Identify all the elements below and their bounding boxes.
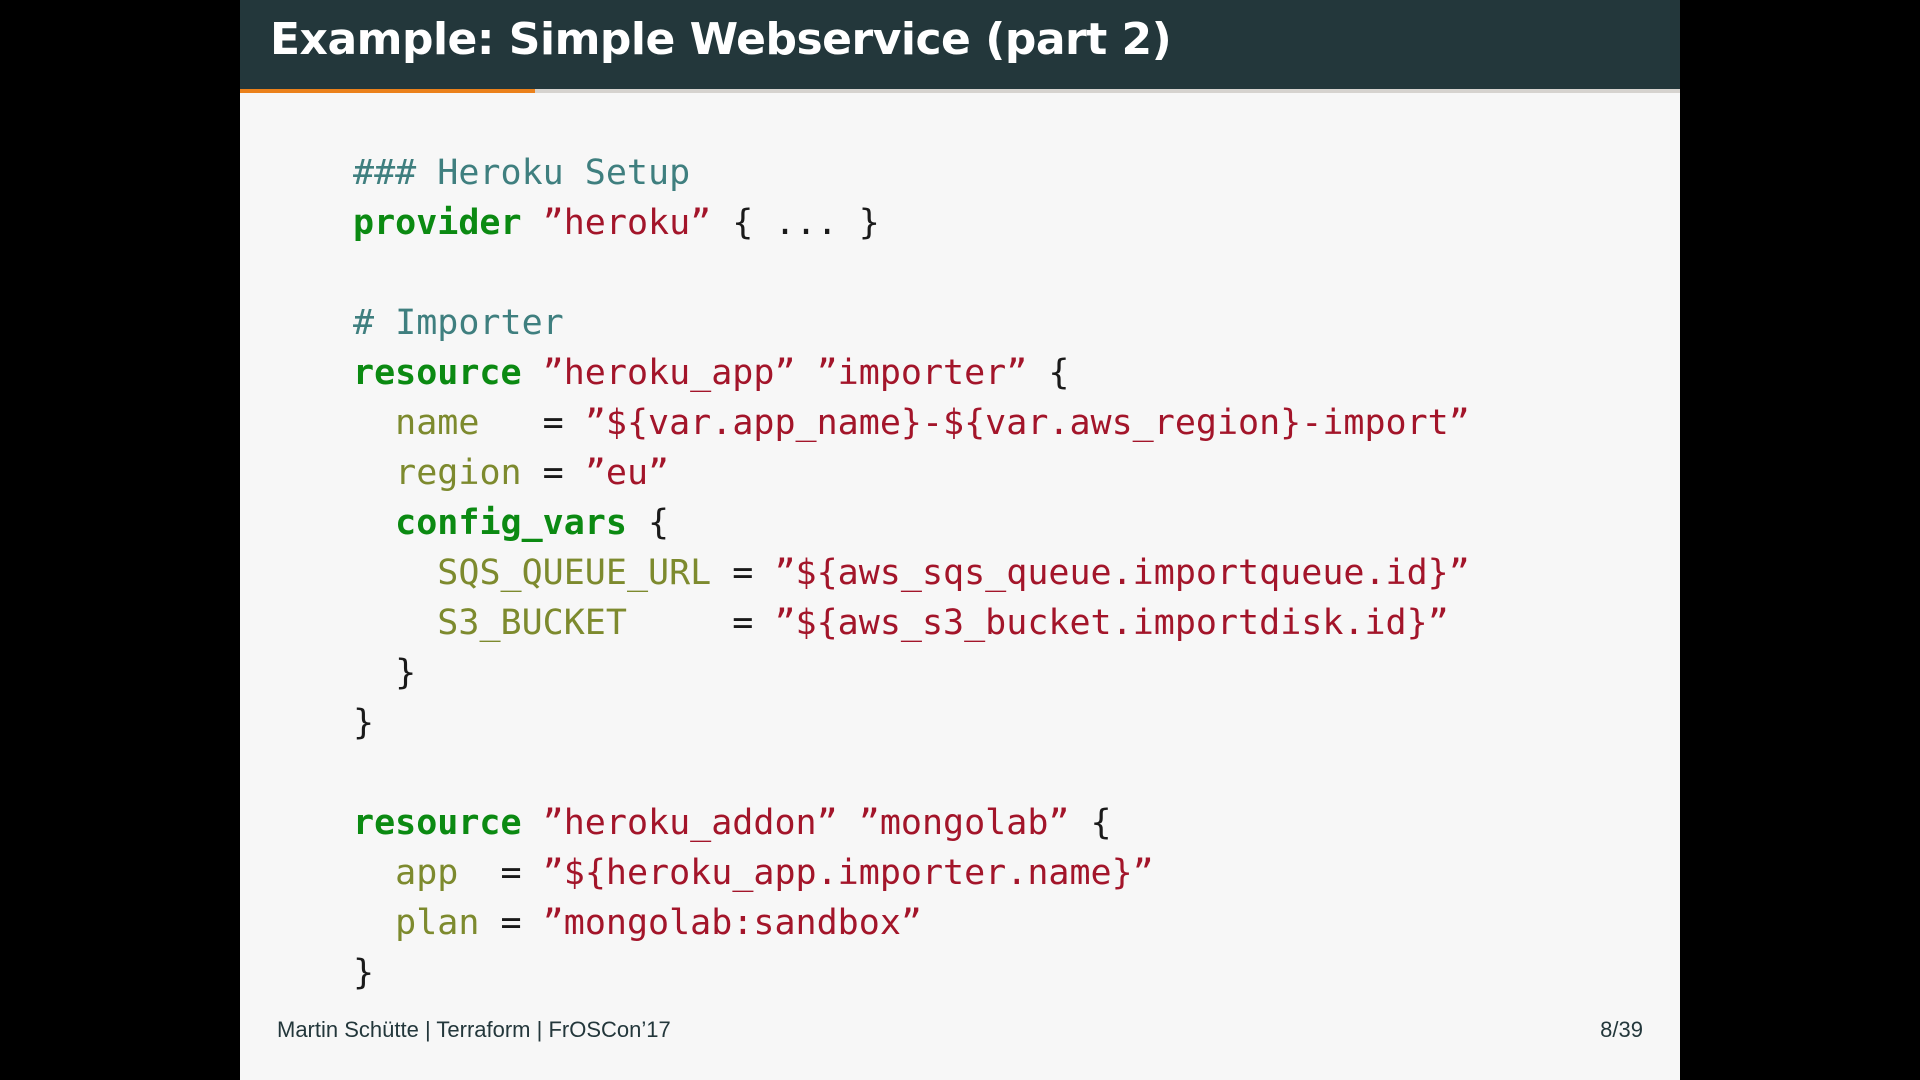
code-line: plan = ”mongolab:sandbox” [353, 898, 1470, 948]
code-token-punct [522, 353, 543, 393]
code-token-keyword: provider [353, 203, 522, 243]
code-token-attr: app [395, 853, 459, 893]
code-token-punct: { ... } [711, 203, 880, 243]
page-number: 8/39 [1600, 1017, 1643, 1042]
code-token-punct: = [626, 603, 775, 643]
code-token-punct [353, 553, 437, 593]
code-line [353, 748, 1470, 798]
progress-bar [240, 89, 1680, 93]
code-token-string: ”eu” [584, 453, 670, 493]
code-token-keyword: config_vars [395, 503, 627, 543]
code-line [353, 248, 1470, 298]
code-token-punct [838, 803, 859, 843]
code-token-string: ”heroku” [542, 203, 712, 243]
code-token-punct: = [521, 453, 585, 493]
code-line: app = ”${heroku_app.importer.name}” [353, 848, 1470, 898]
code-token-punct: = [711, 553, 775, 593]
code-line: } [353, 698, 1470, 748]
code-token-keyword: resource [353, 353, 522, 393]
code-token-string: ”mongolab:sandbox” [542, 903, 922, 943]
code-line: } [353, 948, 1470, 998]
code-line: resource ”heroku_addon” ”mongolab” { [353, 798, 1470, 848]
code-token-string: ”mongolab” [858, 803, 1070, 843]
code-line: resource ”heroku_app” ”importer” { [353, 348, 1470, 398]
code-token-punct [353, 453, 395, 493]
code-token-string: ”${var.app_name}-${var.aws_region}-impor… [584, 403, 1470, 443]
slide: Example: Simple Webservice (part 2) ### … [240, 0, 1680, 1080]
title-bar: Example: Simple Webservice (part 2) [240, 0, 1680, 91]
code-token-punct: = [479, 903, 543, 943]
code-token-punct [796, 353, 817, 393]
code-block: ### Heroku Setup provider ”heroku” { ... … [353, 148, 1470, 998]
code-line: S3_BUCKET = ”${aws_s3_bucket.importdisk.… [353, 598, 1470, 648]
code-token-punct [522, 203, 543, 243]
code-token-punct [353, 853, 395, 893]
code-token-punct: = [458, 853, 543, 893]
slide-footer: Martin Schütte | Terraform | FrOSCon’17 [277, 1017, 671, 1042]
code-token-comment: ### Heroku Setup [353, 153, 691, 193]
code-token-punct: { [1027, 353, 1070, 393]
code-token-punct: { [626, 503, 670, 543]
code-token-comment: # Importer [353, 303, 564, 343]
code-token-string: ”${aws_sqs_queue.importqueue.id}” [774, 553, 1470, 593]
code-token-attr: name [395, 403, 480, 443]
code-token-punct: } [353, 653, 417, 693]
code-token-string: ”${aws_s3_bucket.importdisk.id}” [774, 603, 1449, 643]
code-token-punct: } [353, 703, 375, 743]
code-token-string: ”heroku_app” [542, 353, 796, 393]
code-token-attr: region [395, 453, 522, 493]
code-token-string: ”importer” [816, 353, 1028, 393]
progress-bar-fill [240, 89, 536, 93]
code-token-attr: S3_BUCKET [437, 603, 627, 643]
code-token-punct [353, 603, 437, 643]
code-token-punct [353, 403, 395, 443]
code-token-punct [353, 503, 395, 543]
code-line: provider ”heroku” { ... } [353, 198, 1470, 248]
code-line: # Importer [353, 298, 1470, 348]
code-token-punct [353, 903, 395, 943]
slide-title: Example: Simple Webservice (part 2) [270, 14, 1172, 65]
code-line: region = ”eu” [353, 448, 1470, 498]
code-line: SQS_QUEUE_URL = ”${aws_sqs_queue.importq… [353, 548, 1470, 598]
code-line: } [353, 648, 1470, 698]
code-token-punct [522, 803, 543, 843]
code-token-attr: SQS_QUEUE_URL [437, 553, 712, 593]
code-line: config_vars { [353, 498, 1470, 548]
code-token-keyword: resource [353, 803, 522, 843]
code-line: ### Heroku Setup [353, 148, 1470, 198]
code-token-attr: plan [395, 903, 480, 943]
code-line: name = ”${var.app_name}-${var.aws_region… [353, 398, 1470, 448]
code-token-string: ”${heroku_app.importer.name}” [542, 853, 1154, 893]
code-token-punct: { [1069, 803, 1112, 843]
code-token-punct: = [479, 403, 585, 443]
code-token-punct: } [353, 953, 375, 993]
code-token-string: ”heroku_addon” [542, 803, 838, 843]
